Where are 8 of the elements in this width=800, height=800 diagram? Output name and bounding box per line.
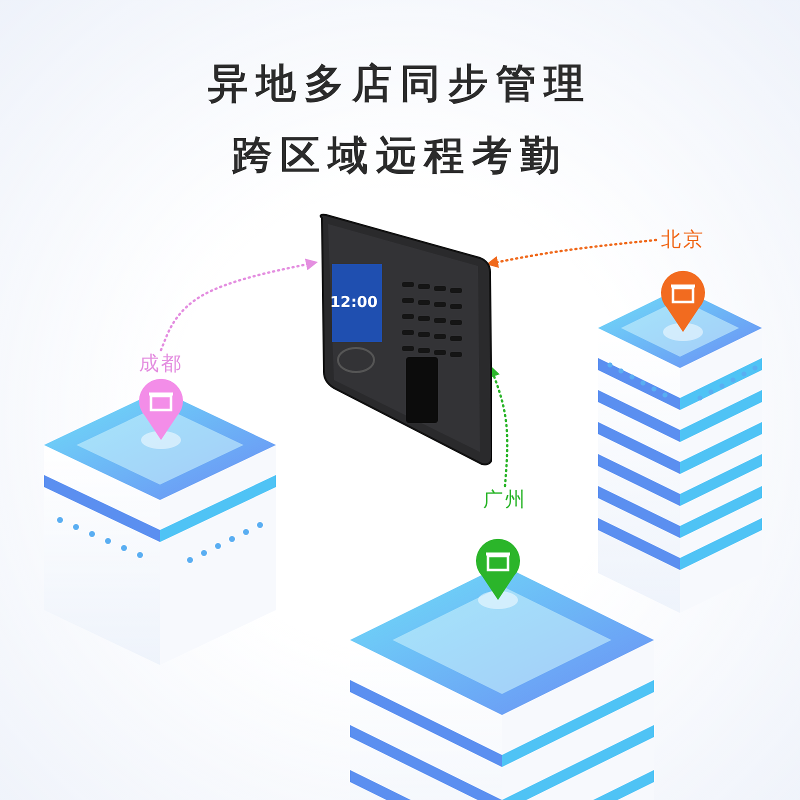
title-text: 异地多店同步管理 xyxy=(207,60,593,109)
city-label: 成都 xyxy=(134,350,188,378)
clock-text: 12:00 xyxy=(330,293,376,311)
subtitle-text: 跨区域远程考勤 xyxy=(231,132,569,181)
dotted-arrow xyxy=(486,238,658,268)
dotted-arrow xyxy=(160,258,318,352)
city-label: 广州 xyxy=(478,486,532,514)
city-label: 北京 xyxy=(656,226,710,254)
